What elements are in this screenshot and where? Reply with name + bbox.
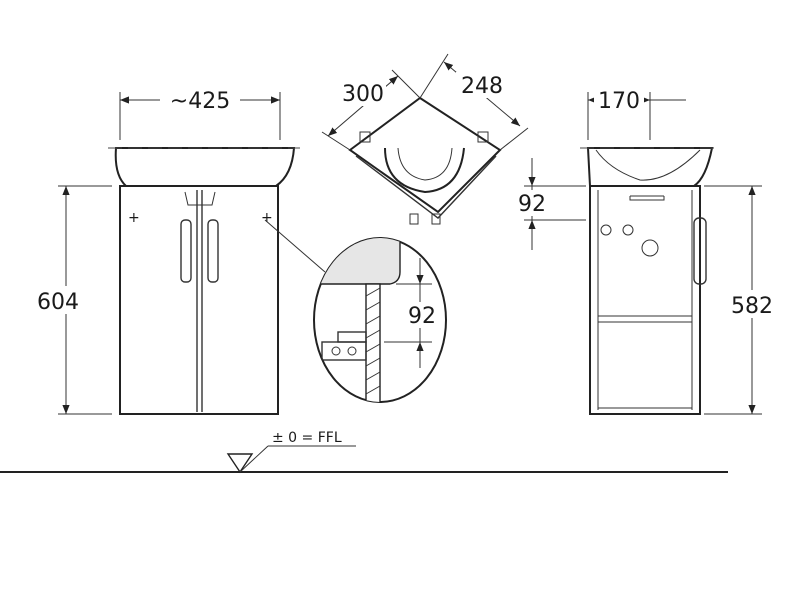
detail-bolt-left: [331, 346, 341, 356]
front-cabinet: [119, 185, 279, 415]
side-pipe-hole-2: [622, 224, 634, 236]
side-basin: [586, 147, 714, 187]
front-trap-notch: [184, 191, 216, 206]
right-door-handle: [207, 219, 219, 283]
side-pipe-hole-1: [600, 224, 612, 236]
side-92-label: 92: [518, 192, 546, 217]
front-width-label: ~425: [170, 89, 230, 114]
top-foot-left: [409, 213, 419, 225]
side-cabinet: [589, 185, 701, 415]
side-582-label: 582: [731, 294, 773, 319]
front-basin: [114, 147, 296, 187]
left-door-handle: [180, 219, 192, 283]
top-foot-right: [431, 213, 441, 225]
side-170-label: 170: [598, 89, 640, 114]
detail-leader: [264, 219, 326, 273]
side-view: 170 92 582: [512, 86, 780, 415]
detail-92-label: 92: [408, 304, 436, 329]
top-basin-inner: [397, 147, 453, 181]
front-screw-left: +: [128, 210, 140, 226]
front-height-label: 604: [37, 290, 79, 315]
top-front-edge: [355, 155, 497, 219]
top-300-label: 300: [342, 82, 384, 107]
top-basin-bowl: [384, 147, 465, 194]
front-view: + + ~425 604: [30, 86, 326, 415]
floor-level-label: ± 0 = FFL: [272, 430, 342, 446]
top-outline: [348, 96, 502, 214]
floor-level: ± 0 = FFL: [0, 430, 728, 474]
top-248-label: 248: [461, 74, 503, 99]
side-waste-pipe: [629, 196, 665, 201]
side-shelf: [597, 315, 693, 323]
detail-bracket: [321, 341, 367, 361]
top-view: 300 248: [321, 53, 529, 225]
floor-level-symbol: [226, 453, 254, 474]
side-waste-hole: [641, 239, 659, 257]
side-basin-bowl: [595, 149, 701, 181]
detail-view: 92: [313, 237, 447, 403]
front-screw-right: +: [261, 210, 273, 226]
detail-bolt-right: [347, 346, 357, 356]
side-handle: [693, 217, 707, 285]
top-fix-right: [477, 131, 489, 143]
detail-bracket-top: [337, 331, 367, 343]
